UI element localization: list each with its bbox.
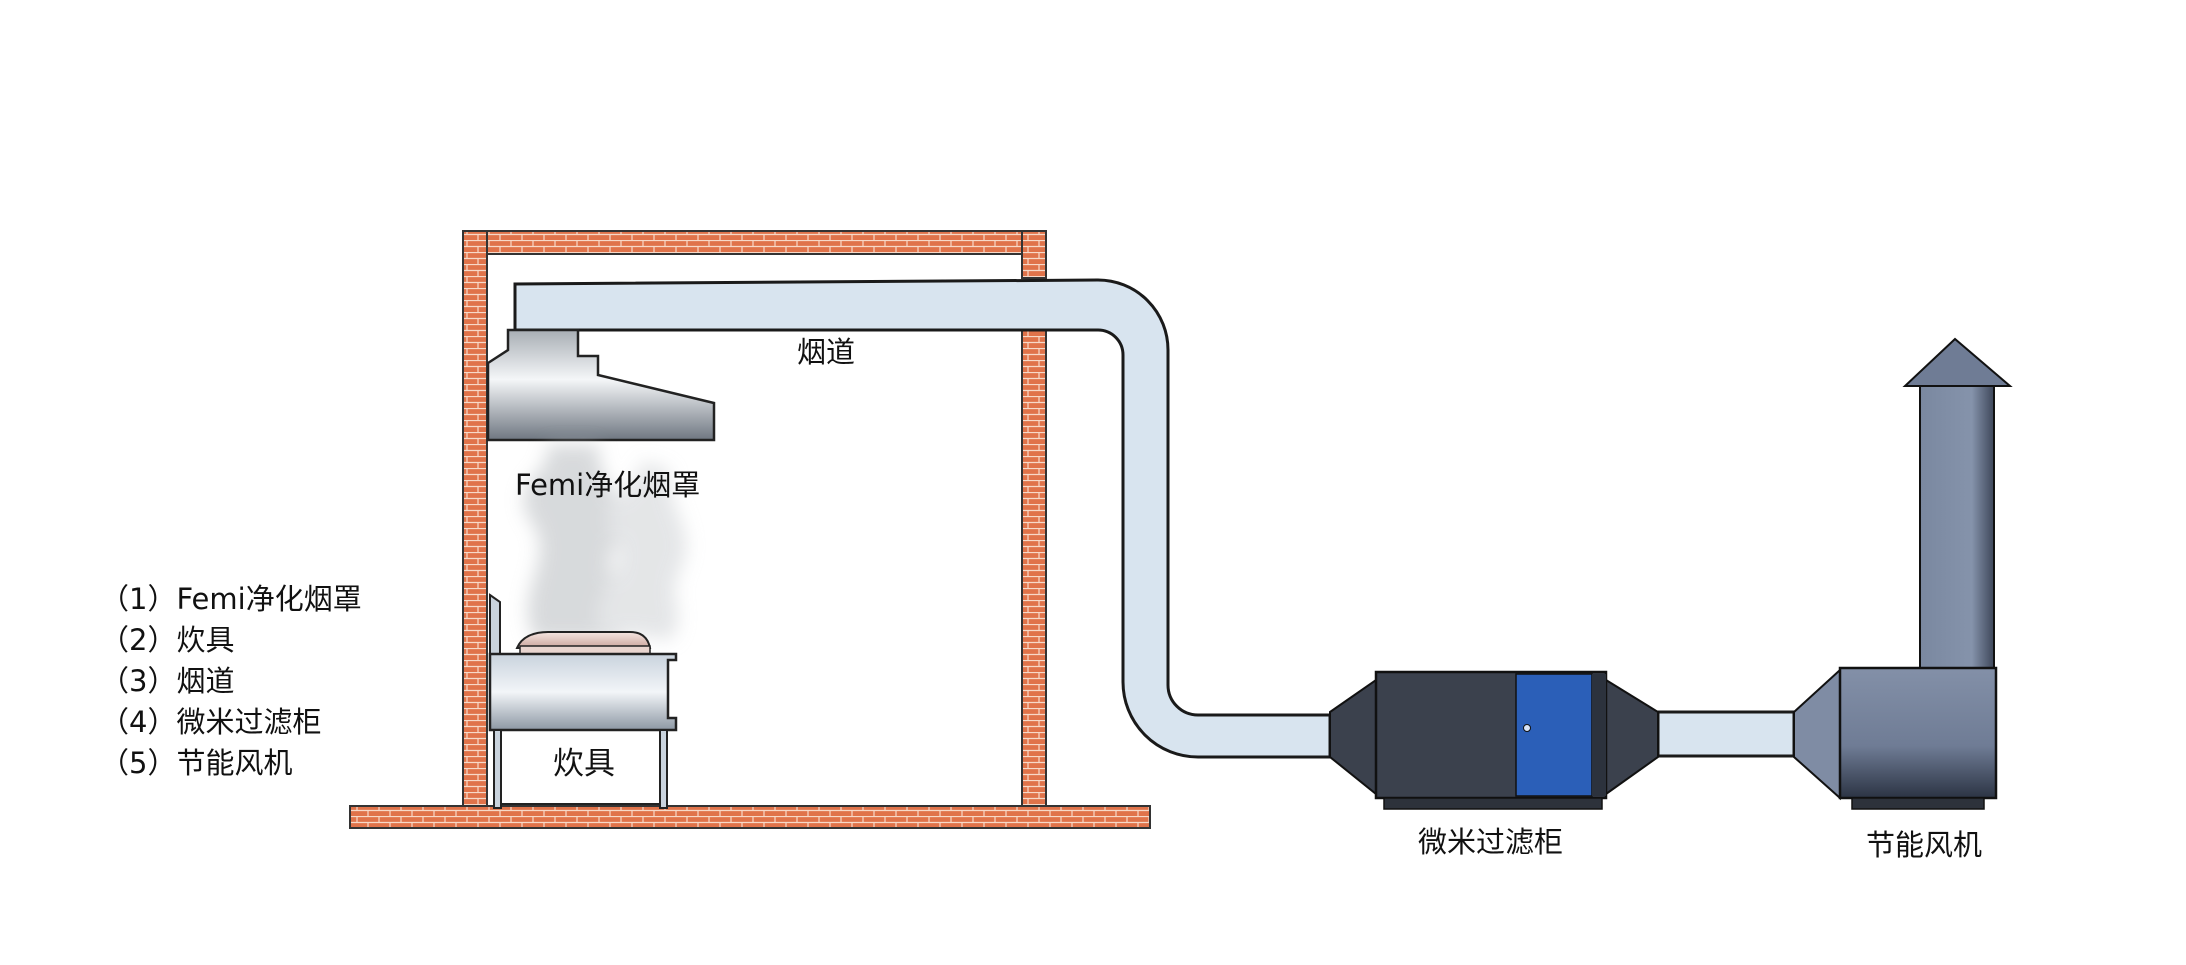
filter-door-handle xyxy=(1523,724,1531,732)
label-cooker: 炊具 xyxy=(553,746,615,782)
legend-item-filter: （4）微米过滤柜 xyxy=(100,705,322,739)
legend-item-fan: （5）节能风机 xyxy=(100,746,293,780)
duct-connector xyxy=(1656,710,1796,758)
label-fan: 节能风机 xyxy=(1866,828,1982,862)
cooker xyxy=(488,593,678,809)
label-filter: 微米过滤柜 xyxy=(1418,825,1563,859)
legend-item-cooker: （2）炊具 xyxy=(100,623,235,657)
brick-wall xyxy=(349,230,1151,829)
label-duct: 烟道 xyxy=(797,335,855,369)
legend-item-hood: （1）Femi净化烟罩 xyxy=(100,582,362,616)
label-hood: Femi净化烟罩 xyxy=(515,468,700,502)
filter-door xyxy=(1515,673,1593,797)
micro-filter-cabinet xyxy=(1329,670,1659,810)
femi-hood xyxy=(486,328,716,442)
energy-saving-fan xyxy=(1793,337,2013,810)
smoke xyxy=(523,445,687,640)
legend-item-duct: （3）烟道 xyxy=(100,664,235,698)
